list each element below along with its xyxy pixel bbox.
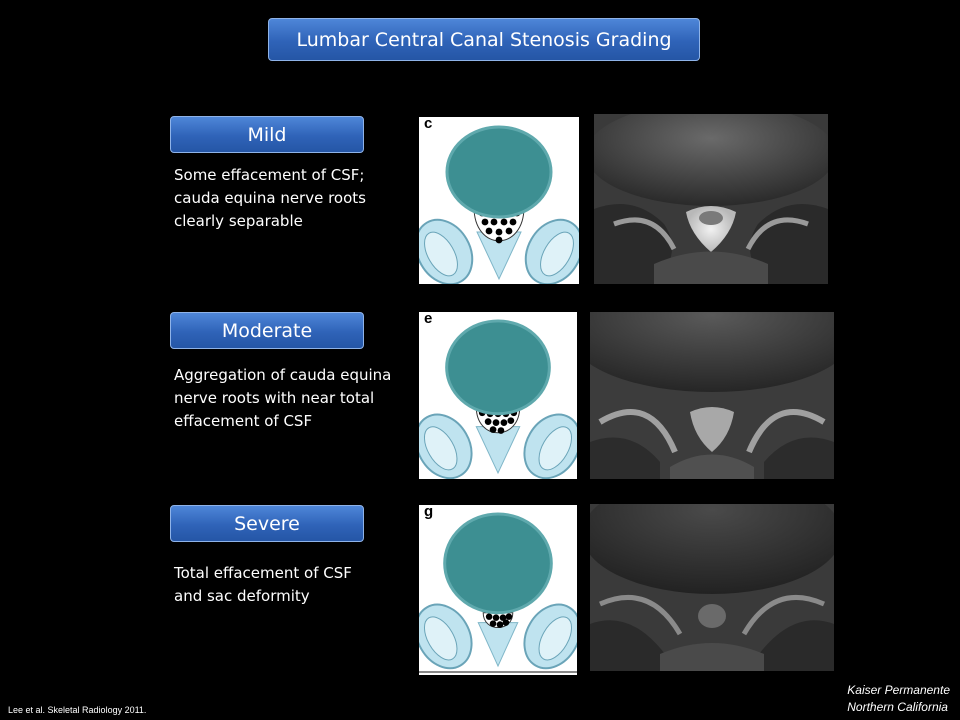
spine-cross-section-illustration-mild <box>419 125 579 284</box>
citation: Lee et al. Skeletal Radiology 2011. <box>8 705 147 715</box>
panel-letter-e: e <box>424 312 433 327</box>
diagram-panel-severe: g <box>419 505 577 675</box>
grade-description-severe: Total effacement of CSF and sac deformit… <box>174 564 352 605</box>
mri-image-severe <box>590 504 834 671</box>
organization-credit: Kaiser Permanente Northern California <box>847 682 950 716</box>
grade-label-severe: Severe <box>170 505 364 542</box>
mri-image-mild <box>594 114 828 284</box>
spine-cross-section-illustration-moderate <box>419 319 577 479</box>
diagram-panel-moderate: e <box>419 312 577 479</box>
grade-label-mild: Mild <box>170 116 364 153</box>
panel-letter-c: c <box>424 117 433 132</box>
slide-title: Lumbar Central Canal Stenosis Grading <box>268 18 700 61</box>
panel-letter-g: g <box>424 505 434 520</box>
spine-cross-section-illustration-severe <box>419 512 577 673</box>
diagram-panel-mild: c <box>419 117 579 284</box>
organization-line-1: Kaiser Permanente <box>847 683 950 697</box>
grade-label-moderate: Moderate <box>170 312 364 349</box>
grade-description-moderate: Aggregation of cauda equina nerve roots … <box>174 366 392 430</box>
grade-description-mild: Some effacement of CSF; cauda equina ner… <box>174 166 366 230</box>
mri-image-moderate <box>590 312 834 479</box>
organization-line-2: Northern California <box>847 700 948 714</box>
